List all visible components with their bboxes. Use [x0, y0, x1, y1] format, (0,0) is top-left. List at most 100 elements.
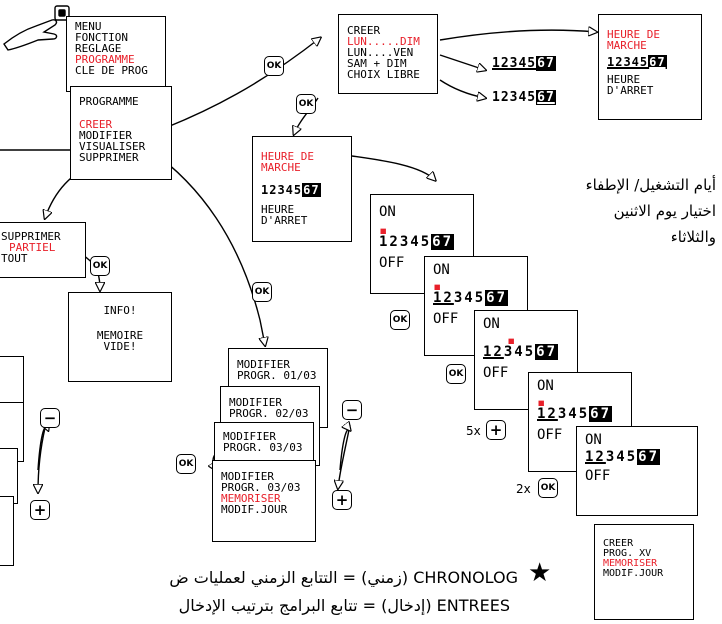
supprimer-title: SUPPRIMER	[1, 230, 61, 243]
creer-item-choix-libre[interactable]: CHOIX LIBRE	[347, 68, 420, 81]
ok-button-4[interactable]: OK	[90, 256, 110, 276]
creer-menu-screen: CREER LUN.....DIM LUN....VEN SAM + DIM C…	[338, 14, 438, 94]
onoff-1-days: ▪1234567	[379, 223, 455, 250]
footnote-star: ★	[528, 558, 552, 588]
onoff-4-on: ON	[537, 378, 554, 394]
arrow-to-creer	[164, 38, 320, 129]
arrow-to-heure-top	[439, 30, 596, 41]
onoff-3-on: ON	[483, 316, 500, 332]
modifier-1-line2: PROGR. 01/03	[237, 369, 317, 382]
menu-item-fonction[interactable]: FONCTION	[75, 31, 128, 44]
days-row-sam-dim: 1234567	[492, 90, 556, 105]
ok-button-6[interactable]: OK	[390, 310, 410, 330]
onoff-1-off: OFF	[379, 255, 405, 271]
programme-menu-screen: PROGRAMME CREER MODIFIER VISUALISER SUPP…	[70, 86, 172, 180]
ok-button-3[interactable]: OK	[252, 282, 272, 302]
creer-item-lun-ven[interactable]: LUN....VEN	[347, 46, 414, 59]
ok-button-2[interactable]: OK	[296, 94, 316, 114]
programme-item-supprimer[interactable]: SUPPRIMER	[79, 151, 139, 164]
supprimer-screen: SUPPRIMER PARTIEL TOUT	[0, 222, 86, 278]
onoff-1-on: ON	[379, 204, 396, 220]
left-partial-4	[0, 496, 14, 566]
onoff-2-days: ▪1234567	[433, 279, 509, 306]
onoff-4-days: ▪1234567	[537, 395, 613, 422]
supprimer-partiel[interactable]: PARTIEL	[9, 241, 56, 254]
plus-button-left[interactable]: +	[30, 500, 50, 520]
creer-final-memoriser[interactable]: MEMORISER	[603, 558, 658, 569]
menu-item-menu[interactable]: MENU	[75, 20, 102, 33]
days-row-lun-ven: 1234567	[492, 56, 556, 71]
arabic-note-1: أيام التشغيل/ الإطفاء	[585, 176, 716, 194]
creer-final-modif-jour[interactable]: MODIF.JOUR	[603, 568, 664, 579]
main-menu-screen: MENU FONCTION REGLAGE PROGRAMME CLE DE P…	[66, 16, 166, 92]
heure-top-screen: HEURE DE MARCHE 1234567 HEURE D'ARRET	[598, 14, 702, 120]
onoff-2-on: ON	[433, 262, 450, 278]
modifier-final-line1: MODIFIER	[221, 470, 274, 483]
hand-icon	[3, 5, 70, 51]
updown-right-1	[338, 424, 351, 488]
plus-button-right[interactable]: +	[332, 490, 352, 510]
creer-final-line1: CREER	[603, 538, 634, 549]
heure-top-start: HEURE DE MARCHE	[607, 28, 660, 52]
updown-left-2	[37, 427, 48, 471]
heure-top-days: 1234567	[607, 55, 667, 69]
modifier-final-memoriser[interactable]: MEMORISER	[221, 492, 281, 505]
info-title: INFO!	[103, 304, 137, 317]
minus-button-right[interactable]: −	[342, 400, 362, 420]
programme-item-modifier[interactable]: MODIFIER	[79, 129, 132, 142]
onoff-5-days: 1234567	[585, 449, 661, 465]
updown-right-2	[339, 429, 350, 471]
modifier-final-screen: MODIFIER PROGR. 03/03 MEMORISER MODIF.JO…	[212, 460, 316, 542]
modifier-2-line1: MODIFIER	[229, 396, 282, 409]
arrow-to-on-off	[351, 155, 435, 180]
heure-mid-stop: HEURE D'ARRET	[261, 203, 308, 227]
menu-item-programme[interactable]: PROGRAMME	[75, 53, 135, 66]
arrow-to-days-2	[439, 79, 485, 98]
modifier-3-line1: MODIFIER	[223, 430, 276, 443]
heure-mid-start: HEURE DE MARCHE	[261, 150, 314, 174]
supprimer-tout[interactable]: TOUT	[1, 252, 28, 265]
info-line2: VIDE!	[103, 340, 137, 353]
creer-final-screen: CREER PROG. XV MEMORISER MODIF.JOUR	[594, 524, 694, 620]
heure-top-stop: HEURE D'ARRET	[607, 73, 654, 97]
arabic-note-3: والثلاثاء	[670, 228, 716, 246]
ok-button-1[interactable]: OK	[264, 56, 284, 76]
onoff-3-days: ▪1234567	[483, 333, 559, 360]
onoff-5-off: OFF	[585, 468, 611, 484]
arabic-note-2: اختيار يوم الاثنين	[613, 202, 716, 220]
onoff-screen-5: ON 1234567 OFF	[576, 426, 698, 516]
arrow-to-days-1	[439, 54, 485, 70]
footnote-line1: CHRONOLOG (زمني) = التتابع الزمني لعمليا…	[169, 568, 518, 587]
plus-button-5x[interactable]: +	[486, 420, 506, 440]
onoff-5-on: ON	[585, 432, 602, 448]
info-line1: MEMOIRE	[96, 329, 144, 342]
onoff-2-off: OFF	[433, 311, 459, 327]
footnote-line2: ENTREES (إدخال) = تتابع البرامج بترتيب ا…	[178, 596, 510, 615]
creer-title: CREER	[347, 24, 381, 37]
heure-mid-screen: HEURE DE MARCHE 1234567 HEURE D'ARRET	[252, 136, 352, 242]
modifier-2-line2: PROGR. 02/03	[229, 407, 309, 420]
updown-left-1	[38, 427, 46, 492]
creer-item-lun-dim[interactable]: LUN.....DIM	[347, 35, 420, 48]
modifier-3-line2: PROGR. 03/03	[223, 441, 303, 454]
creer-final-line2: PROG. XV	[603, 548, 652, 559]
ok-button-5[interactable]: OK	[176, 454, 196, 474]
modifier-1-line1: MODIFIER	[237, 358, 290, 371]
info-screen: INFO! MEMOIRE VIDE!	[68, 292, 172, 382]
count-2x: 2x	[516, 482, 531, 496]
modifier-final-modif-jour[interactable]: MODIF.JOUR	[221, 503, 288, 516]
onoff-4-off: OFF	[537, 427, 563, 443]
programme-item-visualiser[interactable]: VISUALISER	[79, 140, 146, 153]
menu-item-reglage[interactable]: REGLAGE	[75, 42, 122, 55]
menu-item-cle-de-prog[interactable]: CLE DE PROG	[75, 64, 148, 77]
onoff-3-off: OFF	[483, 365, 509, 381]
ok-button-8[interactable]: OK	[538, 478, 558, 498]
modifier-final-line2: PROGR. 03/03	[221, 481, 301, 494]
programme-item-creer[interactable]: CREER	[79, 118, 113, 131]
ok-button-7[interactable]: OK	[446, 364, 466, 384]
count-5x: 5x	[466, 424, 481, 438]
heure-mid-days: 1234567	[261, 183, 321, 197]
creer-item-sam-dim[interactable]: SAM + DIM	[347, 57, 407, 70]
programme-title: PROGRAMME	[79, 95, 139, 108]
minus-button-left[interactable]: −	[40, 408, 60, 428]
